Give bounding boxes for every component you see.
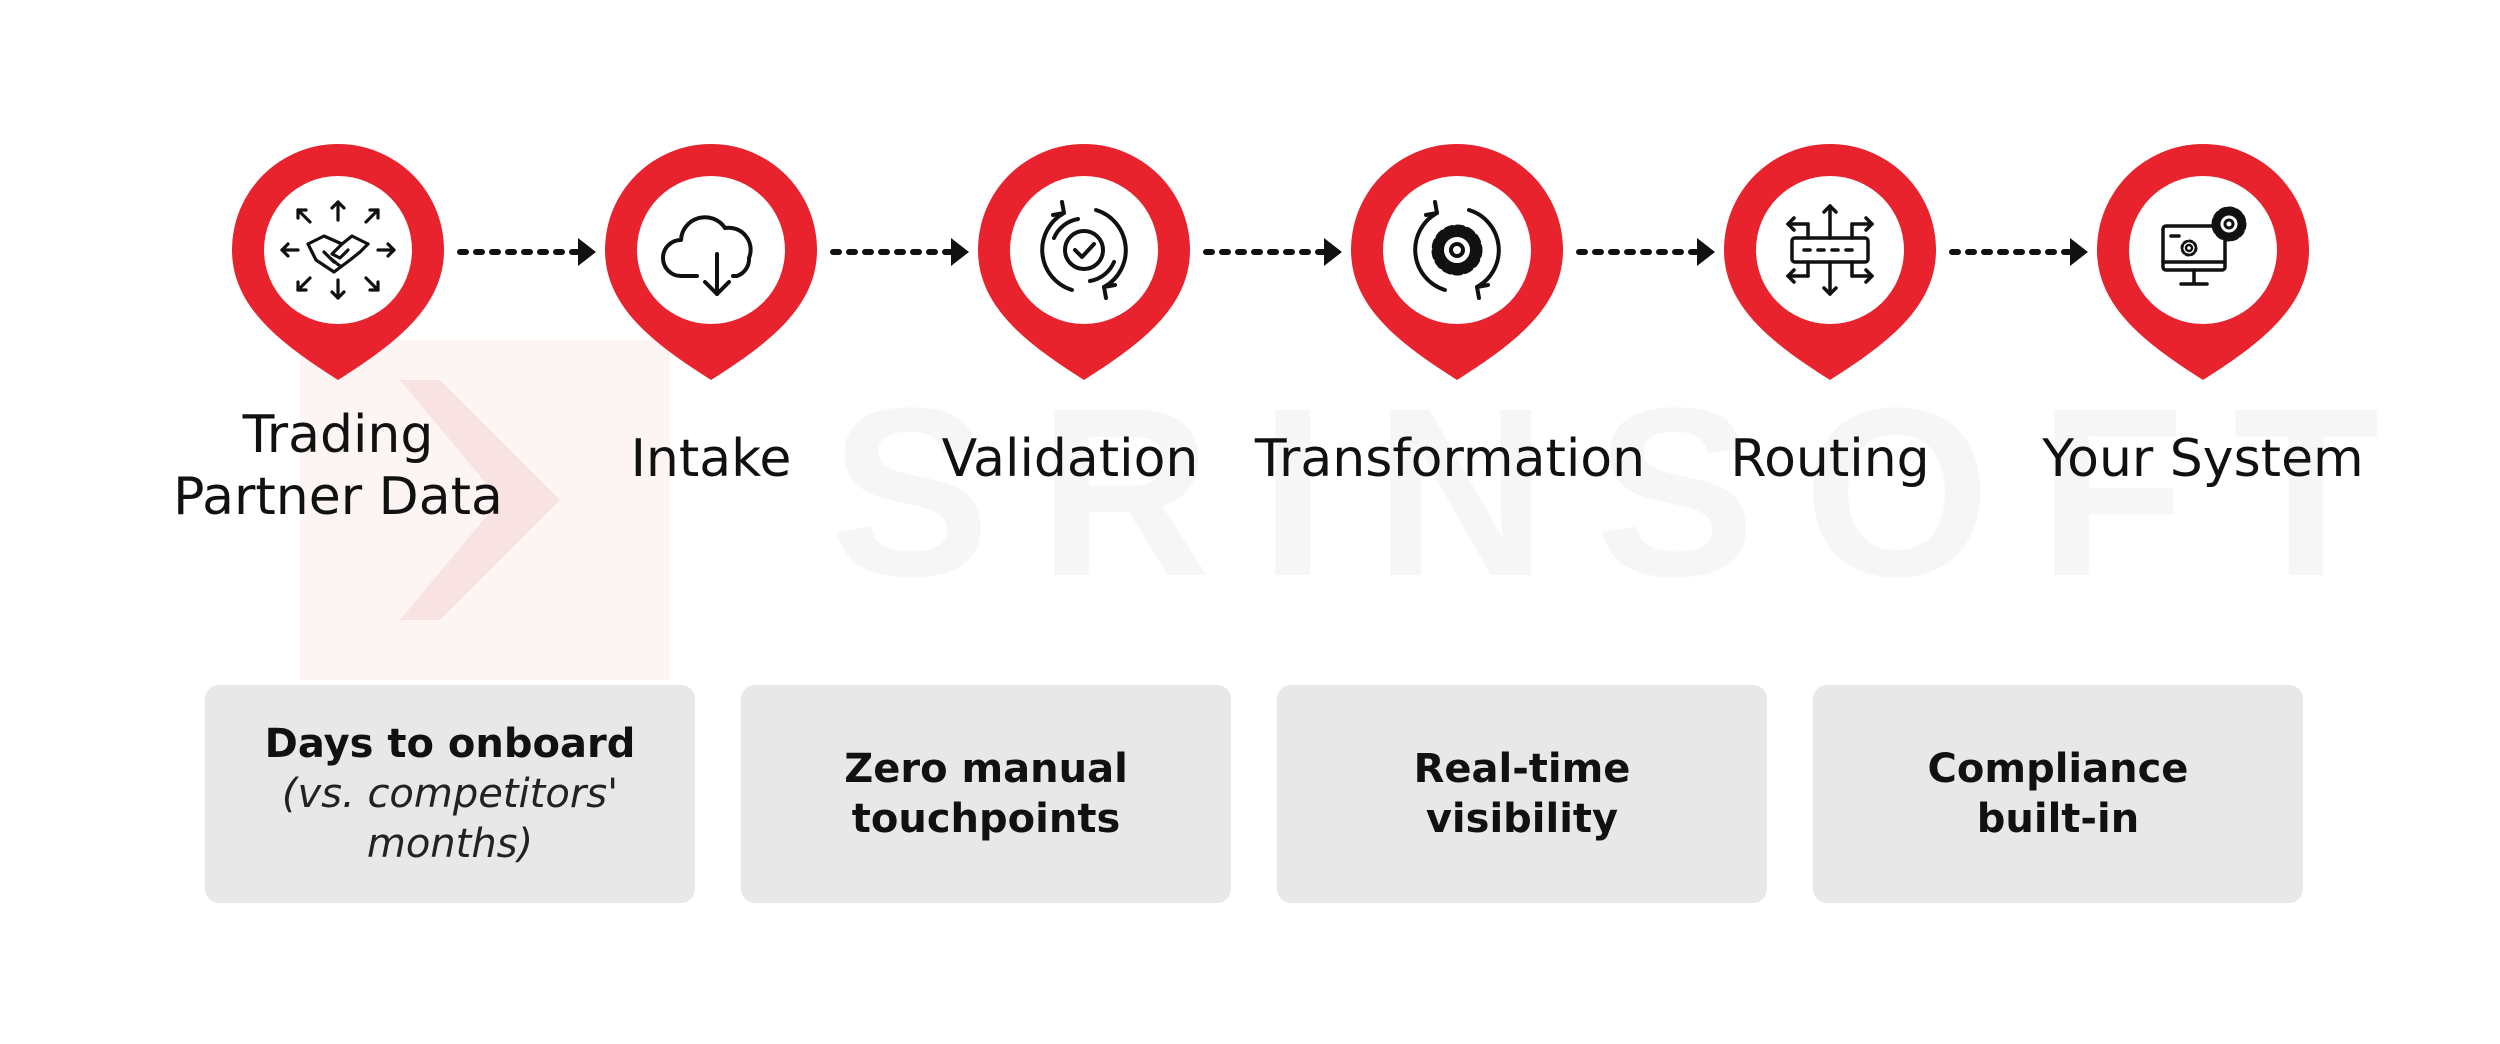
computer-gear-icon <box>2161 206 2247 286</box>
gear-cycle-icon <box>1413 200 1501 300</box>
benefit-title: Days to onboard <box>264 721 636 767</box>
step-label-validation: Validation <box>941 429 1199 489</box>
watermark-logo-chevron <box>400 380 560 620</box>
check-cycle-icon <box>1040 200 1128 300</box>
watermark-logo-block <box>300 340 670 680</box>
connector-2 <box>830 238 969 266</box>
watermark: SRINSOFT <box>300 340 2427 680</box>
cloud-download-icon <box>661 215 753 296</box>
step-label-transformation: Transformation <box>1254 429 1646 489</box>
benefit-card-days-to-onboard: Days to onboard (vs. competitors' months… <box>205 685 695 903</box>
connectors <box>457 238 2088 266</box>
step-label-your-system: Your System <box>2042 429 2364 489</box>
handshake-icon <box>280 200 396 300</box>
network-router-icon <box>1786 204 1874 296</box>
benefit-note: (vs. competitors' months) <box>281 771 619 867</box>
connector-5 <box>1949 238 2088 266</box>
step-pin-trading-partner-data <box>232 144 444 380</box>
benefit-title: Real-time visibility <box>1413 746 1631 842</box>
benefit-card-zero-manual-touchpoints: Zero manual touchpoints <box>741 685 1231 903</box>
step-pin-intake <box>605 144 817 380</box>
benefit-card-real-time-visibility: Real-time visibility <box>1277 685 1767 903</box>
benefit-title: Compliance built-in <box>1927 746 2189 842</box>
benefit-title: Zero manual touchpoints <box>844 746 1128 842</box>
connector-1 <box>457 238 596 266</box>
step-pin-your-system <box>2097 144 2309 380</box>
step-label-routing: Routing <box>1730 429 1930 489</box>
step-pin-transformation <box>1351 144 1563 380</box>
step-label-trading-partner-data: Trading Partner Data <box>173 405 503 527</box>
step-label-intake: Intake <box>630 429 792 489</box>
connector-4 <box>1576 238 1715 266</box>
step-pin-validation <box>978 144 1190 380</box>
watermark-text: SRINSOFT <box>830 358 2427 626</box>
benefit-card-compliance-built-in: Compliance built-in <box>1813 685 2303 903</box>
connector-3 <box>1203 238 1342 266</box>
step-pin-routing <box>1724 144 1936 380</box>
